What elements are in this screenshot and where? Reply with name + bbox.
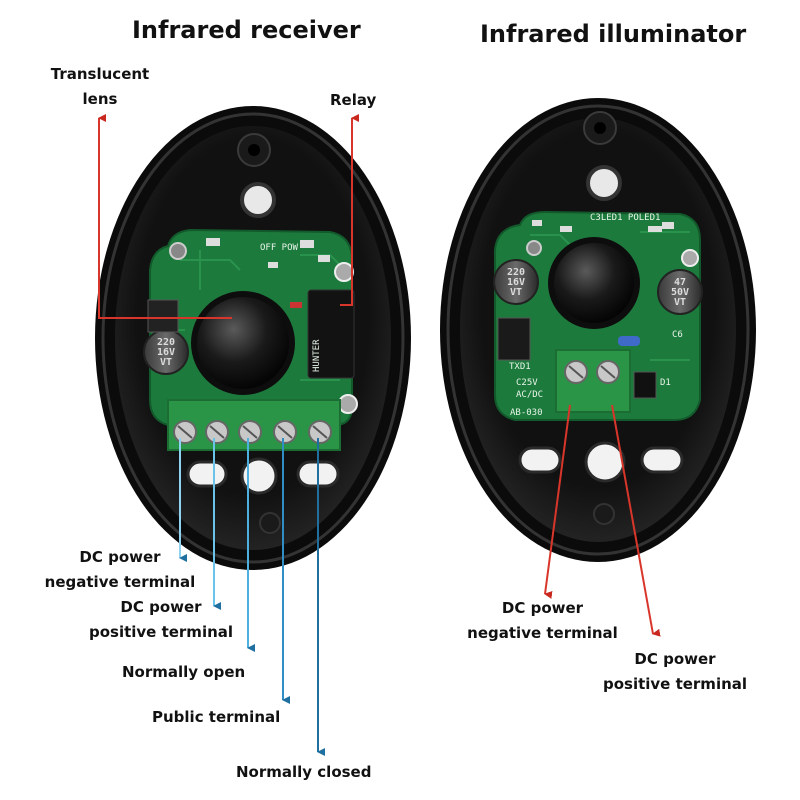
receiver-relay: [307, 289, 355, 379]
illuminator-board-text-txd: TXD1: [509, 362, 531, 372]
cap-text-3: VT: [159, 357, 173, 368]
cap-left-3: VT: [509, 287, 523, 298]
illuminator-mount-hole-upper: [586, 165, 622, 201]
receiver-relay-text: HUNTER: [312, 339, 322, 372]
illuminator-board-text-c6: C6: [672, 330, 683, 340]
receiver-housing-rim: [101, 112, 405, 564]
illuminator-terminal-arrows: [544, 404, 661, 637]
receiver-terminal-screws: [173, 420, 332, 444]
rx-dc-negative-label: DC power negative terminal: [40, 545, 200, 595]
rx-dc-negative-line2: negative terminal: [44, 573, 196, 591]
tx-dc-positive-line1: DC power: [634, 650, 716, 668]
tx-dc-negative-label: DC power negative terminal: [455, 596, 630, 646]
illuminator-housing-rim: [446, 104, 750, 556]
receiver-capacitor-label: 220 16V VT: [151, 338, 181, 368]
normally-closed-label: Normally closed: [236, 763, 372, 781]
cap-right-3: VT: [673, 297, 687, 308]
public-terminal-label: Public terminal: [152, 708, 281, 726]
rx-dc-negative-line1: DC power: [79, 548, 161, 566]
relay-label: Relay: [330, 91, 377, 109]
illuminator-board-text-acdc: AC/DC: [516, 390, 544, 400]
cap-right-2: 50V: [670, 287, 690, 298]
tx-dc-positive-line2: positive terminal: [602, 675, 748, 693]
illuminator-device: [440, 98, 756, 562]
rx-dc-positive-line2: positive terminal: [88, 623, 234, 641]
illuminator-terminal-block: [555, 349, 631, 413]
normally-open-label: Normally open: [122, 663, 246, 681]
arrow-illum-dc-negative: [544, 404, 571, 599]
receiver-mount-hole-upper: [240, 182, 276, 218]
tx-dc-positive-label: DC power positive terminal: [590, 647, 760, 697]
rx-dc-positive-label: DC power positive terminal: [78, 595, 244, 645]
receiver-board-text-offpow: OFF POW: [260, 243, 298, 253]
illuminator-board-text-ab: AB-030: [510, 408, 543, 418]
cap-right-1: 47: [673, 277, 687, 288]
illuminator-title: Infrared illuminator: [480, 20, 747, 48]
illuminator-capacitor-right: [657, 269, 703, 315]
illuminator-board-text-c25v: C25V: [516, 378, 538, 388]
receiver-lens-pointer: [98, 114, 232, 319]
tx-dc-negative-line1: DC power: [501, 599, 584, 617]
illuminator-board-text-d1: D1: [660, 378, 671, 388]
illuminator-capacitor-left: [493, 259, 539, 305]
receiver-relay-pointer: [340, 114, 359, 306]
tx-dc-negative-line2: negative terminal: [467, 624, 618, 642]
illuminator-capacitor-left-label: 220 16V VT: [501, 268, 531, 298]
cap-text-1: 220: [156, 337, 176, 348]
translucent-lens-label-line2: lens: [82, 90, 118, 108]
cap-left-1: 220: [506, 267, 526, 278]
receiver-terminal-arrows: [179, 438, 325, 756]
illuminator-capacitor-right-label: 47 50V VT: [665, 278, 695, 308]
translucent-lens-label-line1: Translucent: [50, 65, 150, 83]
cap-left-2: 16V: [506, 277, 526, 288]
illuminator-board-text-top: C3LED1 POLED1: [590, 213, 661, 223]
rx-dc-positive-line1: DC power: [120, 598, 202, 616]
translucent-lens-label: Translucent lens: [30, 62, 170, 112]
cap-text-2: 16V: [156, 347, 176, 358]
arrow-illum-dc-positive: [611, 404, 661, 637]
receiver-device: [95, 106, 411, 570]
receiver-title: Infrared receiver: [132, 16, 361, 44]
